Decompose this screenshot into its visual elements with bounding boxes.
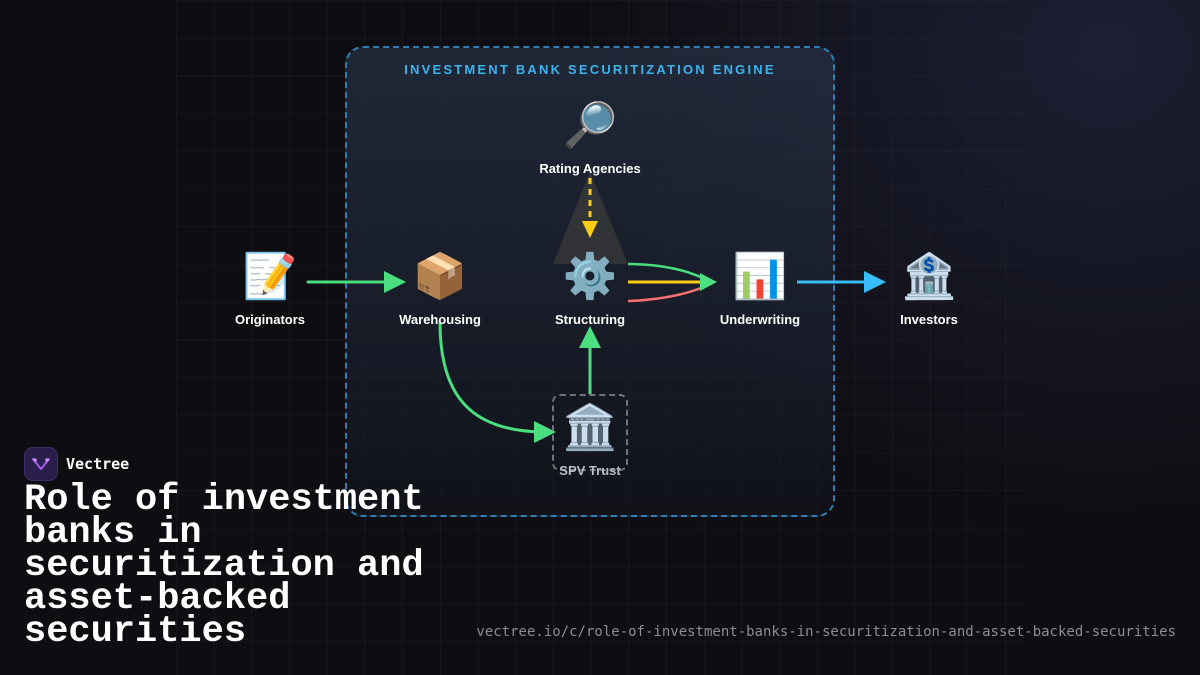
engine-title: INVESTMENT BANK SECURITIZATION ENGINE [404,62,776,77]
spv-frame [552,394,628,471]
gear-icon: ⚙️ [562,252,618,301]
arrow-warehousing-spv [438,321,541,434]
node-warehousing[interactable]: 📦 Warehousing [370,252,510,327]
arrowhead-underwriting-investors [864,271,886,293]
node-spv-trust[interactable]: 🏛️ SPV Trust [520,403,660,478]
node-structuring-label: Structuring [554,312,626,327]
node-warehousing-label: Warehousing [399,312,481,327]
node-rating-agencies-label: Rating Agencies [539,161,641,176]
bank-icon: 🏦 [901,252,957,301]
arrowhead-rating-structuring [582,221,598,238]
node-investors-label: Investors [900,312,958,327]
memo-icon: 📝 [242,252,298,301]
arrowhead-originators-warehousing [384,271,406,293]
node-underwriting[interactable]: 📊 Underwriting [690,252,830,327]
bar-chart-icon: 📊 [732,252,788,301]
node-rating-agencies[interactable]: 🔎 Rating Agencies [520,101,660,176]
node-investors[interactable]: 🏦 Investors [859,252,999,327]
brand: Vectree [24,447,129,481]
arrowhead-spv-structuring [579,326,601,348]
package-icon: 📦 [412,252,468,301]
node-originators-label: Originators [234,312,306,327]
page-url[interactable]: vectree.io/c/role-of-investment-banks-in… [476,624,1176,640]
node-spv-trust-label: SPV Trust [559,463,621,478]
brand-name: Vectree [66,455,130,473]
classical-building-icon: 🏛️ [562,403,618,452]
arrowhead-structuring-underwriting [700,273,717,291]
vectree-logo-icon [24,447,58,481]
rating-spotlight [553,172,628,264]
node-underwriting-label: Underwriting [719,312,801,327]
node-originators[interactable]: 📝 Originators [200,252,340,327]
node-structuring[interactable]: ⚙️ Structuring [520,252,660,327]
magnifier-icon: 🔎 [562,101,618,150]
page-title: Role of investment banks in securitizati… [24,479,424,653]
arrowhead-warehousing-spv [534,421,556,443]
